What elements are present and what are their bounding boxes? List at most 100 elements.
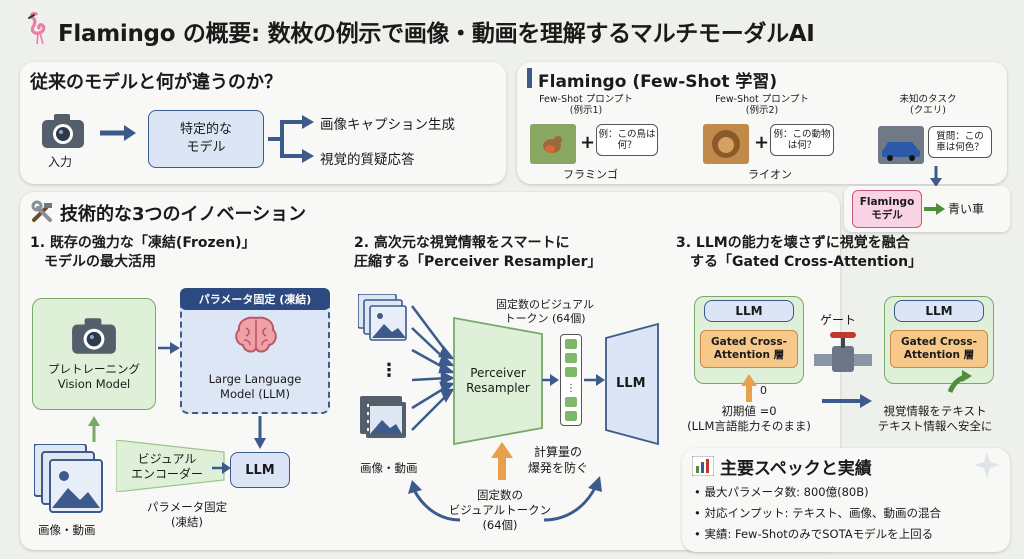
query-bubble: 質問：この 車は何色？ — [928, 126, 992, 158]
media-stack-icon — [33, 443, 104, 520]
output-caption: 画像キャプション生成 — [320, 117, 455, 133]
video-film-icon — [360, 396, 410, 444]
right-llm-box: LLM — [894, 300, 984, 322]
svg-text:⋮: ⋮ — [566, 383, 576, 394]
innovation2-title: 2. 高次元な視覚情報をスマートに 圧縮する「Perceiver Resampl… — [354, 235, 602, 270]
encoder-trapezoid — [115, 439, 226, 496]
flamingo-model-label: Flamingo モデル — [859, 196, 915, 221]
fewshot-title: Flamingo (Few-Shot 学習) — [538, 72, 778, 92]
camera-icon — [40, 112, 86, 154]
to-tokens-arrow-icon — [542, 372, 560, 391]
llm-large-label: Large Language Model (LLM) — [208, 372, 302, 401]
frozen-note: パラメータ固定 (凍結) — [146, 500, 228, 529]
perceiver-label: Perceiver Resampler — [466, 366, 530, 395]
comparison-title: 従来のモデルと何が違うのか？ — [30, 72, 282, 93]
gate-arrow-icon — [820, 392, 874, 414]
spec-item-text: 最大パラメータ数: 800億(80B) — [704, 485, 869, 499]
arrow-icon — [98, 124, 138, 146]
flamingo-logo-icon — [22, 10, 52, 46]
bar-chart-icon — [691, 455, 715, 480]
token-column: ⋮ — [560, 334, 582, 426]
flamingo-model-box: Flamingo モデル — [852, 190, 922, 228]
llm-small-label: LLM — [245, 462, 275, 478]
llm-down-arrow-icon — [252, 416, 268, 454]
query-down-arrow-icon — [928, 166, 944, 192]
spec-item: • 実績: Few-ShotのみでSOTAモデルを上回る — [694, 527, 934, 541]
example1-header: Few-Shot プロンプト (例示1) — [539, 94, 633, 116]
explode-label: 計算量の 爆発を防ぐ — [527, 445, 588, 475]
example2-header: Few-Shot プロンプト (例示2) — [715, 94, 809, 116]
llm-small-box: LLM — [230, 452, 290, 488]
vision-model-label: プレトレーニング Vision Model — [48, 362, 140, 391]
specific-model-label: 特定的な モデル — [179, 122, 232, 155]
answer-label: 青い車 — [948, 202, 985, 216]
encoder-to-llm-arrow-icon — [212, 460, 232, 479]
gate-valve-icon — [814, 330, 872, 380]
lion-photo-icon — [703, 124, 749, 164]
left-gated-box: Gated Cross- Attention 層 — [700, 330, 798, 368]
frozen-banner: パラメータ固定 (凍結) — [180, 288, 330, 310]
branch-arrow-icon — [266, 112, 316, 170]
llm-trapezoid — [604, 322, 660, 450]
right-llm-label: LLM — [925, 304, 953, 318]
fewshot-panel — [517, 62, 1007, 184]
input-label: 入力 — [48, 155, 73, 169]
orange-up-arrow-icon — [490, 440, 514, 484]
media-label-1: 画像・動画 — [38, 523, 96, 537]
spec-item-text: 実績: Few-ShotのみでSOTAモデルを上回る — [704, 527, 934, 541]
innovations-title: 技術的な3つのイノベーション — [60, 204, 307, 225]
page-title: Flamingo の概要: 数枚の例示で画像・動画を理解するマルチモーダルAI — [58, 21, 815, 47]
zero-up-arrow-icon — [740, 372, 758, 406]
frozen-banner-label: パラメータ固定 (凍結) — [198, 293, 312, 306]
encoder-label: ビジュアル エンコーダー — [130, 452, 203, 481]
specific-model-box: 特定的な モデル — [148, 110, 264, 168]
innovation3-title: 3. LLMの能力を壊さずに視覚を融合 する「Gated Cross-Atten… — [676, 235, 923, 270]
brain-icon — [232, 314, 280, 360]
tokens-label: 固定数のビジュアル トークン (64個) — [496, 298, 594, 325]
tools-icon — [30, 200, 56, 228]
right-gated-label: Gated Cross- Attention 層 — [901, 336, 977, 361]
left-llm-label: LLM — [735, 304, 763, 318]
to-llm-arrow-icon — [584, 372, 606, 391]
left-llm-box: LLM — [704, 300, 794, 322]
example2-answer: ライオン — [748, 168, 792, 181]
plus-sign: + — [580, 132, 596, 153]
right-gated-box: Gated Cross- Attention 層 — [890, 330, 988, 368]
output-vqa: 視覚的質疑応答 — [320, 152, 415, 168]
example1-answer: フラミンゴ — [563, 168, 618, 181]
query-header: 未知のタスク (クエリ) — [899, 94, 957, 116]
spec-item: • 対応インプット: テキスト、画像、動画の混合 — [694, 506, 942, 520]
spec-item-text: 対応インプット: テキスト、画像、動画の混合 — [704, 506, 942, 520]
vertical-dots: ⋮ — [380, 360, 398, 381]
sparkle-icon — [974, 452, 1000, 482]
spec-item: • 最大パラメータ数: 800億(80B) — [694, 485, 869, 499]
plus-sign-2: + — [754, 132, 770, 153]
converging-arrows-icon — [410, 300, 460, 454]
fused-label: 視覚情報をテキスト テキスト情報へ安全に — [877, 404, 993, 433]
bottom-tokens-label: 固定数の ビジュアルトークン (64個) — [448, 488, 552, 532]
specs-panel — [682, 448, 1010, 552]
perceiver-resampler-shape — [452, 316, 544, 450]
section-bar-icon — [527, 68, 532, 88]
innovation1-title: 1. 既存の強力な「凍結(Frozen)」 モデルの最大活用 — [30, 235, 256, 270]
zero-label: 0 — [760, 384, 767, 397]
example2-bubble: 例：この動物 は何？ — [770, 124, 834, 156]
green-up-arrow-icon — [86, 414, 102, 446]
llm-label-2: LLM — [616, 376, 646, 391]
image-stack-icon — [357, 293, 408, 346]
vision-to-llm-arrow-icon — [158, 340, 182, 360]
curved-arrow-left-icon — [404, 476, 464, 526]
camera-icon — [72, 318, 116, 354]
vision-model-box: プレトレーニング Vision Model — [32, 298, 156, 410]
bird-photo-icon — [530, 124, 576, 164]
curved-arrow-right-icon — [540, 470, 604, 526]
left-gated-label: Gated Cross- Attention 層 — [711, 336, 787, 361]
curved-green-arrow-icon — [946, 370, 972, 398]
gate-label: ゲート — [820, 313, 857, 327]
specs-title: 主要スペックと実績 — [720, 459, 872, 479]
car-photo-icon — [878, 126, 924, 164]
example1-bubble: 例：この鳥は 何？ — [596, 124, 658, 156]
answer-arrow-icon — [924, 201, 946, 221]
media-label-2: 画像・動画 — [360, 461, 418, 475]
init-label: 初期値 =0 (LLM言語能力そのまま) — [687, 404, 811, 433]
